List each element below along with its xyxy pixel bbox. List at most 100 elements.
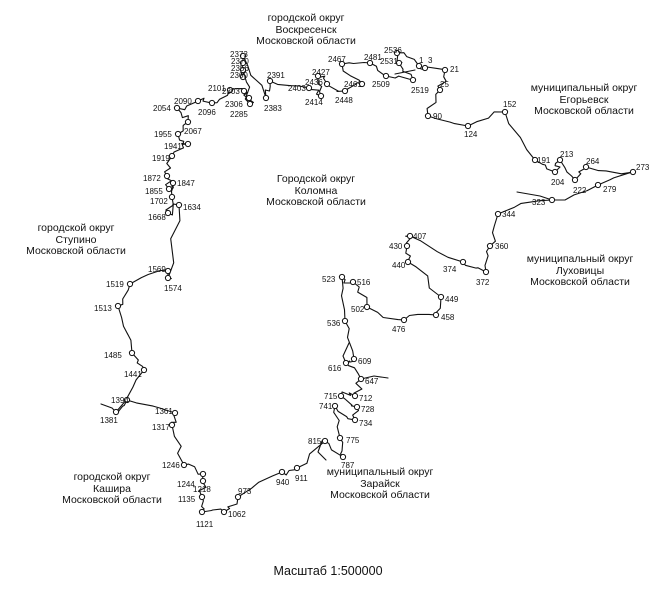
point-label-1955: 1955 — [154, 130, 172, 139]
point-marker-734 — [351, 416, 359, 424]
point-marker-279 — [594, 181, 602, 189]
point-label-1919: 1919 — [152, 154, 170, 163]
point-label-2403: 2403 — [288, 84, 306, 93]
point-label-1394: 1394 — [111, 396, 129, 405]
point-marker-2373 — [239, 52, 247, 60]
point-label-1244: 1244 — [177, 480, 195, 489]
point-label-2448: 2448 — [335, 96, 353, 105]
point-marker-940 — [278, 468, 286, 476]
point-marker-2531 — [395, 59, 403, 67]
point-marker-449 — [437, 293, 445, 301]
point-marker-2054 — [173, 104, 181, 112]
region-voskresensk: городской округ Воскресенск Московской о… — [246, 12, 366, 48]
point-marker-1441 — [140, 366, 148, 374]
point-label-502: 502 — [351, 305, 365, 314]
point-label-204: 204 — [551, 178, 565, 187]
point-label-2067: 2067 — [184, 127, 202, 136]
point-label-2481: 2481 — [364, 53, 382, 62]
point-label-2090: 2090 — [174, 97, 192, 106]
point-label-374: 374 — [443, 265, 457, 274]
point-label-21: 21 — [450, 65, 459, 74]
point-marker-2403 — [305, 84, 313, 92]
point-label-911: 911 — [295, 474, 308, 483]
point-label-344: 344 — [502, 210, 516, 219]
region-kashira-oblast: Московской области — [62, 494, 162, 506]
point-marker-1062 — [220, 508, 228, 516]
region-kashira-type: городской округ — [73, 471, 151, 483]
point-marker-264 — [582, 163, 590, 171]
point-label-523: 523 — [322, 275, 336, 284]
point-marker-360 — [486, 242, 494, 250]
point-marker-2285 — [246, 100, 254, 108]
point-label-715: 715 — [324, 392, 338, 401]
point-marker-458 — [432, 311, 440, 319]
region-egoryevsk-name: Егорьевск — [559, 93, 609, 106]
point-marker-152 — [501, 108, 509, 116]
point-marker-273 — [629, 168, 637, 176]
point-label-372: 372 — [476, 278, 490, 287]
boundary-spur-3 — [360, 375, 389, 380]
point-label-264: 264 — [586, 157, 600, 166]
region-kashira: городской округ Кашира Московской област… — [56, 471, 168, 507]
point-marker-1218 — [199, 477, 207, 485]
point-marker-1955 — [174, 130, 182, 138]
point-label-2306: 2306 — [225, 100, 243, 109]
point-label-1218: 1218 — [193, 485, 211, 494]
point-label-2356: 2356 — [231, 64, 249, 73]
region-kolomna-oblast: Московской области — [266, 196, 366, 208]
point-marker-728 — [353, 403, 361, 411]
point-marker-647 — [357, 375, 365, 383]
point-label-815: 815 — [308, 437, 322, 446]
point-marker-1246 — [180, 461, 188, 469]
point-label-407: 407 — [413, 232, 427, 241]
point-marker-616 — [342, 359, 350, 367]
point-marker-2306 — [245, 94, 253, 102]
region-kashira-name: Кашира — [93, 482, 131, 495]
point-marker-787 — [339, 453, 347, 461]
point-marker-1941 — [184, 140, 192, 148]
point-label-2519: 2519 — [411, 86, 429, 95]
point-label-1634: 1634 — [183, 203, 201, 212]
region-egoryevsk-oblast: Московской области — [534, 105, 634, 117]
point-label-2101: 2101 — [208, 84, 226, 93]
point-marker-1569 — [164, 267, 172, 275]
point-label-940: 940 — [276, 478, 290, 487]
region-zaraysk-name: Зарайск — [360, 477, 400, 490]
point-marker-2519 — [409, 76, 417, 84]
point-label-2391: 2391 — [267, 71, 285, 80]
boundary-spur-6 — [317, 440, 327, 461]
point-marker-1244 — [199, 470, 207, 478]
point-label-973: 973 — [238, 487, 252, 496]
point-marker-1361 — [171, 409, 179, 417]
point-label-775: 775 — [346, 436, 360, 445]
point-marker-191 — [531, 156, 539, 164]
point-marker-2427 — [314, 72, 322, 80]
point-marker-2461 — [358, 80, 366, 88]
point-label-1574: 1574 — [164, 284, 182, 293]
point-marker-90 — [424, 112, 432, 120]
point-label-1702: 1702 — [150, 197, 168, 206]
point-label-712: 712 — [359, 394, 373, 403]
point-label-2303: 2303 — [222, 87, 240, 96]
point-label-1381: 1381 — [100, 416, 118, 425]
point-marker-1135 — [198, 493, 206, 501]
point-marker-815 — [321, 437, 329, 445]
point-label-2467: 2467 — [328, 55, 346, 64]
point-label-1872: 1872 — [143, 174, 161, 183]
point-marker-440 — [404, 258, 412, 266]
point-label-616: 616 — [328, 364, 342, 373]
point-marker-2101 — [226, 86, 234, 94]
point-label-25: 25 — [440, 80, 449, 89]
point-label-1513: 1513 — [94, 304, 112, 313]
point-label-1668: 1668 — [148, 213, 166, 222]
point-marker-1919 — [168, 152, 176, 160]
point-marker-1513 — [114, 302, 122, 310]
region-lukhovitsy-oblast: Московской области — [530, 276, 630, 288]
point-marker-1485 — [128, 349, 136, 357]
point-label-3: 3 — [428, 56, 433, 65]
point-label-449: 449 — [445, 295, 459, 304]
point-marker-1317 — [168, 421, 176, 429]
point-marker-502 — [363, 303, 371, 311]
